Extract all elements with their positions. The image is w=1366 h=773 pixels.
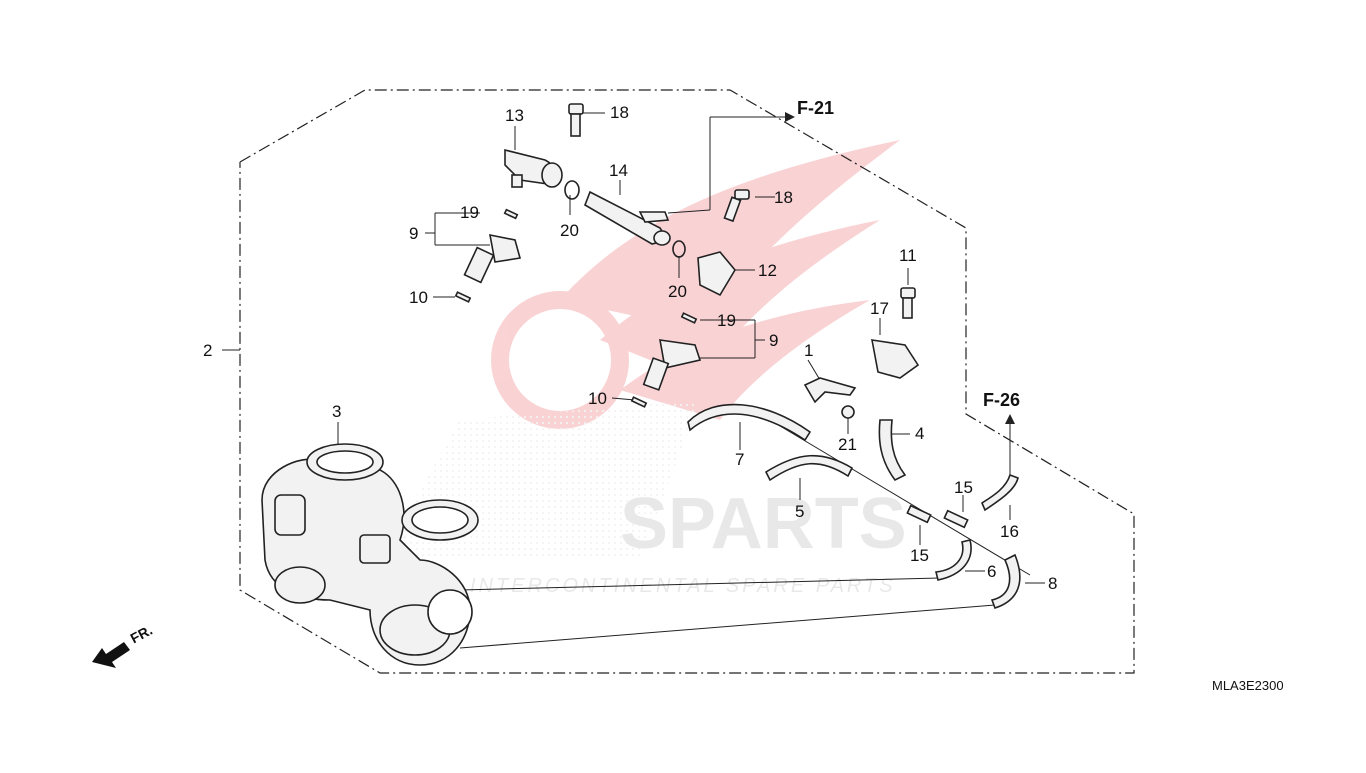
bolt-part-18b: [723, 189, 750, 223]
callout-5[interactable]: 5: [795, 502, 805, 521]
callout-13[interactable]: 13: [505, 106, 524, 125]
callout-9a[interactable]: 9: [409, 224, 419, 243]
callout-2[interactable]: 2: [203, 341, 213, 360]
callout-4[interactable]: 4: [915, 424, 925, 443]
bolt-part-21: [841, 405, 855, 419]
bracket-part-1: [803, 377, 857, 404]
sensor-part-17: [871, 339, 920, 379]
callout-9b[interactable]: 9: [769, 331, 779, 350]
hose-part-7: [687, 403, 812, 442]
watermark-brand: SPARTS: [620, 484, 907, 564]
callout-14[interactable]: 14: [609, 161, 628, 180]
hose-part-8: [990, 553, 1021, 609]
callout-18a[interactable]: 18: [610, 103, 629, 122]
callout-7[interactable]: 7: [735, 450, 745, 469]
injector-part-9b: [642, 339, 702, 391]
o-ring-part-20a: [564, 180, 580, 200]
hose-part-4: [878, 419, 907, 482]
callout-1[interactable]: 1: [804, 341, 814, 360]
callout-3[interactable]: 3: [332, 402, 342, 421]
joint-part-15b: [943, 509, 969, 529]
assembly-boundary: [239, 89, 1135, 674]
reference-f26-link[interactable]: F-26: [983, 390, 1021, 410]
callout-18b[interactable]: 18: [774, 188, 793, 207]
parts-artwork: [261, 103, 1021, 666]
throttle-body-part: [261, 443, 479, 666]
bolt-part-18a: [568, 103, 584, 137]
callout-10a[interactable]: 10: [409, 288, 428, 307]
callout-19a[interactable]: 19: [460, 203, 479, 222]
joint-part-15a: [906, 504, 932, 524]
callout-8[interactable]: 8: [1048, 574, 1058, 593]
callout-17[interactable]: 17: [870, 299, 889, 318]
callout-20b[interactable]: 20: [668, 282, 687, 301]
callout-16[interactable]: 16: [1000, 522, 1019, 541]
seal-part-19b: [680, 312, 698, 324]
hose-part-6: [935, 539, 972, 581]
callout-21[interactable]: 21: [838, 435, 857, 454]
callout-19b[interactable]: 19: [717, 311, 736, 330]
sensor-part-12: [697, 251, 736, 297]
o-ring-part-20b: [672, 240, 686, 258]
front-arrow-icon: [92, 642, 130, 668]
callout-10b[interactable]: 10: [588, 389, 607, 408]
arrow-f21: [785, 112, 795, 122]
injector-part-9a: [463, 233, 522, 284]
leader-lines: [222, 112, 1045, 649]
seal-part-19a: [503, 208, 519, 220]
bolt-part-11: [900, 287, 916, 319]
hose-part-5: [764, 454, 854, 482]
watermark-tagline: INTERCONTINENTAL SPARE PARTS: [470, 575, 896, 597]
hose-part-16: [980, 473, 1019, 512]
seal-part-10b: [630, 396, 648, 408]
injector-part-13: [504, 148, 563, 188]
callout-12[interactable]: 12: [758, 261, 777, 280]
fuel-pipe-part-14: [584, 190, 671, 246]
arrow-f26: [1005, 414, 1015, 424]
callout-15b[interactable]: 15: [954, 478, 973, 497]
callout-6[interactable]: 6: [987, 562, 997, 581]
callout-15a[interactable]: 15: [910, 546, 929, 565]
callout-11[interactable]: 11: [899, 246, 917, 265]
seal-part-10a: [454, 291, 472, 303]
callout-20a[interactable]: 20: [560, 221, 579, 240]
reference-f21-link[interactable]: F-21: [797, 98, 835, 118]
drawing-code: MLA3E2300: [1212, 678, 1284, 693]
